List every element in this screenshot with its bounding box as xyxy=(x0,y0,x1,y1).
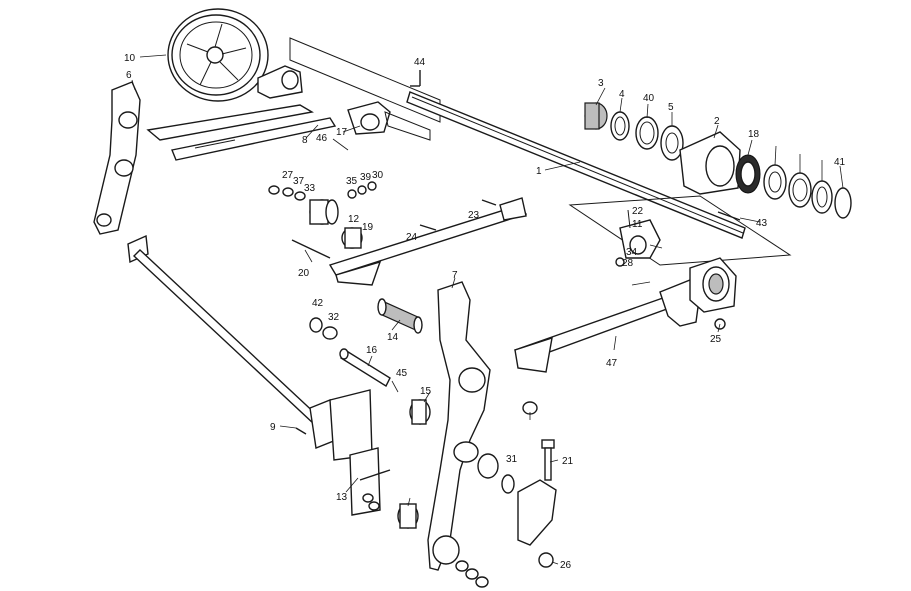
callout-47: 47 xyxy=(606,358,618,369)
bush-12 xyxy=(309,199,339,225)
bush-19-upper xyxy=(341,227,363,249)
callout-24: 24 xyxy=(406,232,418,243)
upper-bar xyxy=(146,104,337,161)
callout-23: 23 xyxy=(468,210,480,221)
callout-33: 33 xyxy=(304,183,316,194)
washers-42-32 xyxy=(309,317,338,340)
bolts xyxy=(291,70,497,435)
callout-4: 4 xyxy=(619,89,625,100)
callout-6: 6 xyxy=(126,70,132,81)
callout-35: 35 xyxy=(346,176,358,187)
pulley-bracket xyxy=(257,65,303,99)
callout-44: 44 xyxy=(414,57,426,68)
callout-27: 27 xyxy=(282,170,294,181)
callout-17: 17 xyxy=(336,127,348,138)
callout-30: 30 xyxy=(372,170,384,181)
callout-7: 7 xyxy=(452,270,458,281)
callout-8: 8 xyxy=(302,135,308,146)
callout-3: 3 xyxy=(598,78,604,89)
callout-40: 40 xyxy=(643,93,655,104)
callout-43: 43 xyxy=(756,218,768,229)
callout-25: 25 xyxy=(710,334,722,345)
callout-20: 20 xyxy=(298,268,310,279)
callout-39: 39 xyxy=(360,172,372,183)
callout-5: 5 xyxy=(668,102,674,113)
shaft-16 xyxy=(339,348,391,388)
callout-28: 28 xyxy=(622,258,634,269)
callout-10: 10 xyxy=(124,53,136,64)
right-bearing-housing xyxy=(689,257,737,313)
bush-15-lower xyxy=(477,453,515,494)
bottom-nuts xyxy=(268,181,726,588)
callout-22: 22 xyxy=(632,206,644,217)
callout-12: 12 xyxy=(348,214,360,225)
callout-19: 19 xyxy=(362,222,374,233)
callout-32: 32 xyxy=(328,312,340,323)
callout-21: 21 xyxy=(562,456,574,467)
spring-14 xyxy=(377,298,423,334)
long-rod xyxy=(127,234,337,449)
callout-labels: 1 2 3 4 5 6 7 8 9 10 11 12 13 14 15 16 1… xyxy=(124,53,846,571)
clamp-bracket xyxy=(517,479,557,568)
middle-bearing-17 xyxy=(619,209,661,259)
pin-43 xyxy=(717,211,741,221)
housing-2 xyxy=(679,131,852,219)
callout-34: 34 xyxy=(626,247,638,258)
pulley-wheel xyxy=(167,8,269,102)
left-side-arm xyxy=(93,81,141,235)
callout-14: 14 xyxy=(387,332,399,343)
callout-31: 31 xyxy=(506,454,518,465)
callout-leaders xyxy=(131,54,844,565)
callout-2: 2 xyxy=(714,116,720,127)
bush-19-lower xyxy=(397,503,419,529)
upper-bearing-17 xyxy=(347,101,431,141)
callout-46: 46 xyxy=(316,133,328,144)
main-lever xyxy=(427,281,491,571)
pin-plate xyxy=(329,389,391,516)
callout-15: 15 xyxy=(420,386,432,397)
callout-18: 18 xyxy=(748,129,760,140)
callout-11: 11 xyxy=(632,219,643,230)
callout-45: 45 xyxy=(396,368,408,379)
callout-26: 26 xyxy=(560,560,572,571)
middle-bar xyxy=(328,197,528,286)
callout-13: 13 xyxy=(336,492,348,503)
main-shaft xyxy=(289,37,792,266)
callout-16: 16 xyxy=(366,345,378,356)
callout-42: 42 xyxy=(312,298,324,309)
callout-41: 41 xyxy=(834,157,846,168)
bush-15-upper xyxy=(409,399,431,425)
callout-1: 1 xyxy=(536,166,542,177)
bearing-stack-upper xyxy=(584,102,684,161)
callout-9: 9 xyxy=(270,422,276,433)
callout-37: 37 xyxy=(293,176,305,187)
bolt-21 xyxy=(541,439,555,481)
